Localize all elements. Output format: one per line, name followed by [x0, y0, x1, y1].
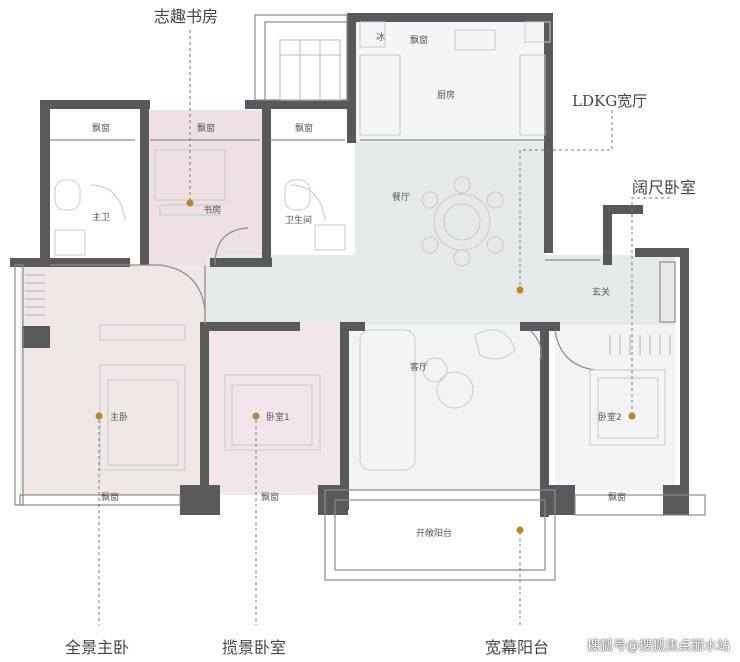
location-dots [95, 199, 636, 534]
room-label-study-bay: 飘窗 [197, 122, 215, 134]
stair-hatch [279, 39, 341, 101]
room-label-living: 客厅 [410, 361, 428, 373]
room-label-kitchen-bay: 飘窗 [410, 34, 428, 46]
bedroom1-dot [252, 412, 260, 420]
room-label-balcony: 开敞阳台 [416, 527, 452, 539]
leader-lines [98, 30, 670, 625]
callout-master: 全景主卧 [65, 638, 129, 657]
room-label-master: 主卧 [110, 411, 128, 423]
room-label-fridge: 冰 [376, 31, 385, 43]
room-label-bathroom: 卫生间 [285, 214, 312, 226]
bedroom2-dot [628, 412, 636, 420]
callout-wide-bedroom: 阔尺卧室 [632, 178, 696, 197]
room-label-dining: 餐厅 [392, 191, 410, 203]
ldkg-dot [516, 286, 524, 294]
room-label-master-bath: 主卫 [92, 211, 110, 223]
kitchen-fill [355, 20, 550, 140]
room-label-bedroom1-bay: 飘窗 [261, 491, 279, 503]
room-label-bedroom2-bay: 飘窗 [608, 491, 626, 503]
watermark: 搜狐号@搜狐焦点丽水站 [586, 639, 730, 654]
room-label-foyer: 玄关 [592, 286, 610, 298]
callout-view-bedroom: 揽景卧室 [222, 638, 286, 657]
callout-ldkg: LDKG宽厅 [572, 92, 647, 110]
balcony-dot [516, 526, 524, 534]
room-labels: 飘窗 冰 厨房 飘窗 飘窗 飘窗 主卫 书房 卫生间 餐厅 玄关 主卧 卧室1 … [92, 31, 626, 539]
master-dot [95, 412, 103, 420]
public-fill-2 [205, 255, 675, 325]
room-label-bedroom2: 卧室2 [598, 411, 622, 423]
bedroom1-fill [205, 325, 345, 495]
public-fill [355, 140, 545, 265]
callout-study: 志趣书房 [154, 7, 218, 26]
room-label-study: 书房 [203, 204, 221, 216]
wardrobe-hatch [25, 274, 671, 355]
bedroom2-fill [555, 325, 675, 490]
living-fill [345, 325, 540, 490]
callout-balcony: 宽幕阳台 [485, 638, 549, 657]
study-dot [186, 199, 194, 207]
callouts: 志趣书房 LDKG宽厅 阔尺卧室 全景主卧 揽景卧室 宽幕阳台 [65, 7, 696, 657]
walls [10, 13, 689, 517]
room-label-bedroom1: 卧室1 [266, 411, 290, 423]
room-label-bath2-bay: 飘窗 [295, 122, 313, 134]
study-fill [140, 110, 265, 265]
room-label-bath1-bay: 飘窗 [92, 122, 110, 134]
room-label-kitchen: 厨房 [437, 89, 455, 101]
partitions [50, 139, 600, 371]
room-label-master-bay: 飘窗 [101, 491, 119, 503]
